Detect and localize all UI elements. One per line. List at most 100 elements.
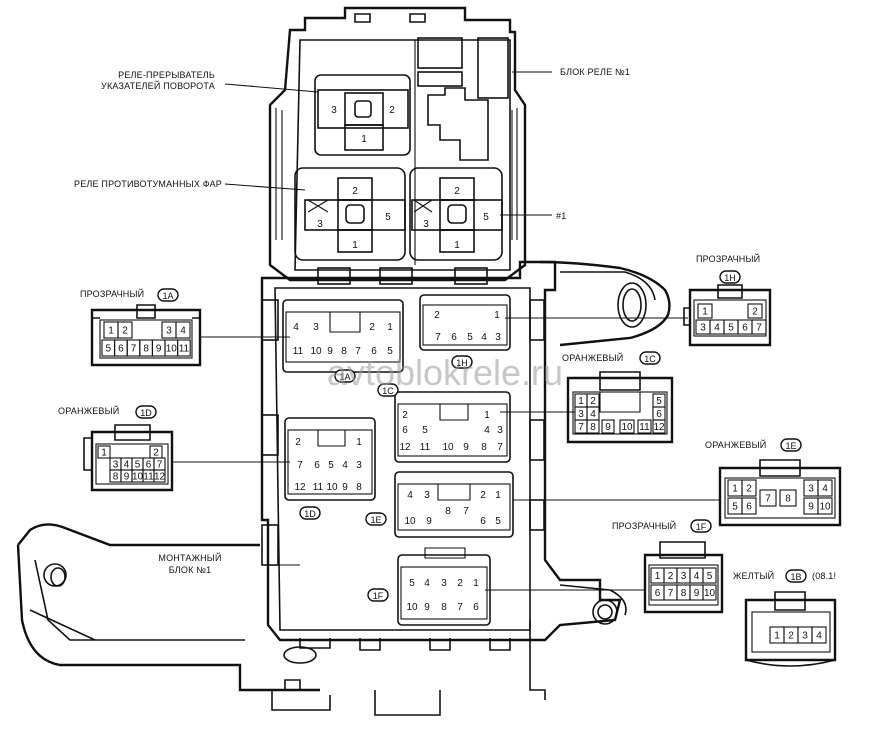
connector-1f: ПРОЗРАЧНЫЙ 1F — [612, 519, 724, 614]
pin-label: 8 — [441, 602, 447, 613]
pin-label: 2 — [457, 578, 463, 589]
pin-label: 1 — [108, 326, 114, 337]
pin-label: 9 — [424, 602, 430, 613]
pin-label: 7 — [297, 460, 303, 471]
connector-tag: 1F — [696, 522, 707, 532]
pin-label: 1 — [454, 240, 460, 251]
pin-label: 5 — [732, 502, 738, 513]
pin-label: 4 — [180, 326, 186, 337]
pin-cell — [601, 419, 615, 434]
pin-label: 2 — [389, 105, 395, 116]
connector-note: (08.1! — [812, 571, 836, 581]
pin-cell — [97, 445, 111, 459]
pin-label: 6 — [480, 516, 486, 527]
pin-label: 3 — [681, 571, 687, 582]
pin-label: 6 — [146, 460, 152, 471]
pin-label: 5 — [728, 323, 734, 334]
junction-label-1: МОНТАЖНЫЙ — [158, 552, 221, 563]
pin-label: 2 — [352, 186, 358, 197]
pin-label: 1 — [774, 631, 780, 642]
pin-label: 7 — [131, 344, 137, 355]
pin-label: 6 — [656, 409, 662, 420]
pin-label: 1 — [361, 134, 367, 145]
pin-label: 2 — [295, 437, 301, 448]
connector-tag: 1A — [162, 291, 173, 301]
connector-color-label: ПРОЗРАЧНЫЙ — [80, 288, 144, 299]
pin-label: 10 — [310, 346, 322, 357]
connector-tag: 1E — [785, 441, 796, 451]
pin-label: 3 — [700, 323, 706, 334]
connector-tag: 1D — [140, 408, 152, 418]
pin-label: 7 — [668, 588, 674, 599]
pin-label: 5 — [495, 516, 501, 527]
pin-label: 7 — [435, 332, 441, 343]
pin-label: 4 — [694, 571, 700, 582]
socket-tag-1c: 1C — [382, 386, 394, 396]
pin-label: 4 — [484, 425, 490, 436]
watermark: avtoblokrele.ru — [327, 352, 563, 393]
pin-label: 9 — [463, 442, 469, 453]
pin-label: 3 — [578, 409, 584, 420]
pin-cell — [702, 584, 717, 601]
pin-label: 4 — [124, 460, 130, 471]
pin-cell — [811, 626, 827, 644]
pin-label: 3 — [441, 578, 447, 589]
socket-tag-1e: 1E — [370, 515, 381, 525]
connector-1h: ПРОЗРАЧНЫЙ 1H — [683, 253, 772, 347]
pin-label: 3 — [497, 425, 503, 436]
pin-label: 1 — [484, 410, 490, 421]
pin-label: 6 — [451, 332, 457, 343]
pin-label: 11 — [420, 442, 431, 453]
pin-label: 9 — [605, 422, 611, 433]
pin-label: 8 — [143, 344, 149, 355]
pin-label: 10 — [621, 422, 633, 433]
pin-label: 11 — [179, 344, 190, 355]
pin-label: 5 — [106, 344, 112, 355]
pin-label: 6 — [118, 344, 124, 355]
pin-cell — [697, 303, 713, 319]
pin-label: 3 — [113, 460, 119, 471]
fog-relay-label: РЕЛЕ ПРОТИВОТУМАННЫХ ФАР — [74, 179, 222, 189]
pin-label: 2 — [746, 484, 752, 495]
relay-block-label: БЛОК РЕЛЕ №1 — [560, 67, 630, 77]
pin-label: 3 — [802, 631, 808, 642]
socket-tag-1h: 1H — [456, 358, 468, 368]
pin-label: 1 — [578, 396, 584, 407]
pin-label: 5 — [328, 460, 334, 471]
pin-label: 1 — [655, 571, 661, 582]
pin-label: 9 — [694, 588, 700, 599]
pin-label: 1 — [356, 437, 362, 448]
pin-label: 12 — [653, 422, 665, 433]
pin-label: 1 — [702, 307, 708, 318]
pin-label: 7 — [157, 460, 163, 471]
pin-label: 3 — [495, 332, 501, 343]
pin-label: 2 — [434, 310, 440, 321]
pin-label: 7 — [765, 494, 771, 505]
connector-1e: ОРАНЖЕВЫЙ 1E — [705, 438, 842, 527]
pin-cell — [117, 321, 133, 339]
relay-block-1: 3 2 1 2 3 5 1 2 3 5 1 — [268, 6, 527, 285]
pin-label: 4 — [293, 322, 299, 333]
pin-cell — [779, 489, 797, 507]
pin-label: 6 — [473, 602, 479, 613]
pin-label: 2 — [752, 307, 758, 318]
pin-label: 1 — [352, 240, 358, 251]
pin-label: 6 — [655, 588, 661, 599]
pin-label: 8 — [445, 506, 451, 517]
pin-label: 4 — [816, 631, 822, 642]
junction-label-2: БЛОК №1 — [169, 565, 212, 575]
pin-label: 5 — [385, 212, 391, 223]
connector-tag: 1C — [644, 354, 656, 364]
pin-cell — [586, 419, 600, 434]
pin-label: 4 — [407, 490, 413, 501]
pin-label: 3 — [356, 460, 362, 471]
pin-label: 3 — [317, 219, 323, 230]
pin-label: 12 — [399, 442, 411, 453]
pin-label: 2 — [668, 571, 674, 582]
pin-label: 4 — [481, 332, 487, 343]
turn-relay-label-1: РЕЛЕ-ПРЕРЫВАТЕЛЬ — [118, 70, 215, 80]
pin-label: 4 — [822, 484, 828, 495]
pin-cell — [759, 489, 777, 507]
connector-color-label: ПРОЗРАЧНЫЙ — [696, 253, 760, 264]
